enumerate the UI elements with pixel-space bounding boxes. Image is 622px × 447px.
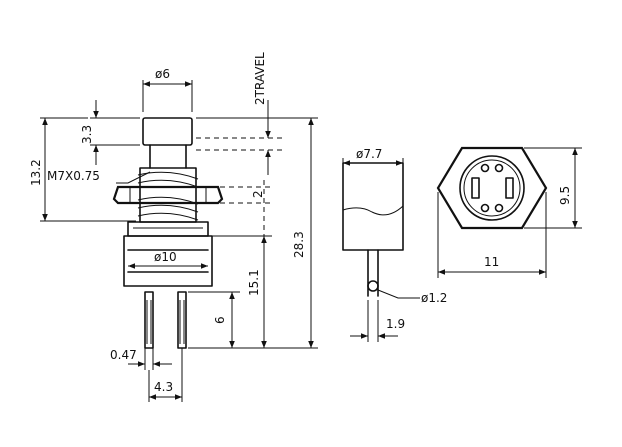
terminal-right (177, 291, 187, 349)
side-view-dimensions: ø6 2TRAVEL 3.3 13.2 M7X0.75 2 28.3 ø10 (29, 52, 318, 402)
lower-housing (123, 235, 213, 287)
dim-9-5: 9.5 (558, 186, 572, 205)
dim-dia10: ø10 (154, 250, 177, 264)
terminal-left (144, 291, 154, 349)
thread-lines (137, 171, 199, 221)
plunger-stem (149, 144, 187, 169)
pin-1 (480, 163, 490, 173)
dim-1-9: 1.9 (386, 317, 405, 331)
button-cap (142, 117, 193, 146)
dim-13-2: 13.2 (29, 159, 43, 186)
top-view: 9.5 11 (436, 146, 582, 278)
contact-left (471, 177, 480, 199)
dim-dia1-2: ø1.2 (421, 291, 447, 305)
side-view (112, 117, 224, 349)
pin-3 (480, 203, 490, 213)
terminal-hole (367, 280, 379, 292)
contact-right (505, 177, 514, 199)
body-flange (127, 221, 209, 237)
dim-4-3: 4.3 (154, 380, 173, 394)
dim-3-3: 3.3 (80, 125, 94, 144)
dim-28-3: 28.3 (292, 231, 306, 258)
dim-15-1: 15.1 (247, 269, 261, 296)
pin-2 (494, 163, 504, 173)
dim-2: 2 (251, 190, 265, 198)
dim-0-47: 0.47 (110, 348, 137, 362)
dim-11: 11 (484, 255, 499, 269)
outer-circle (459, 155, 525, 221)
hex-outline (436, 146, 548, 230)
pin-4 (494, 203, 504, 213)
hex-nut (112, 185, 224, 205)
dim-dia7-7: ø7.7 (356, 147, 382, 161)
dim-6: 6 (213, 316, 227, 324)
dim-travel: 2TRAVEL (253, 52, 267, 105)
middle-view: ø7.7 ø1.2 1.9 (342, 147, 447, 342)
dim-dia6: ø6 (155, 67, 170, 81)
thread-spec: M7X0.75 (47, 169, 100, 183)
middle-body (342, 162, 404, 251)
